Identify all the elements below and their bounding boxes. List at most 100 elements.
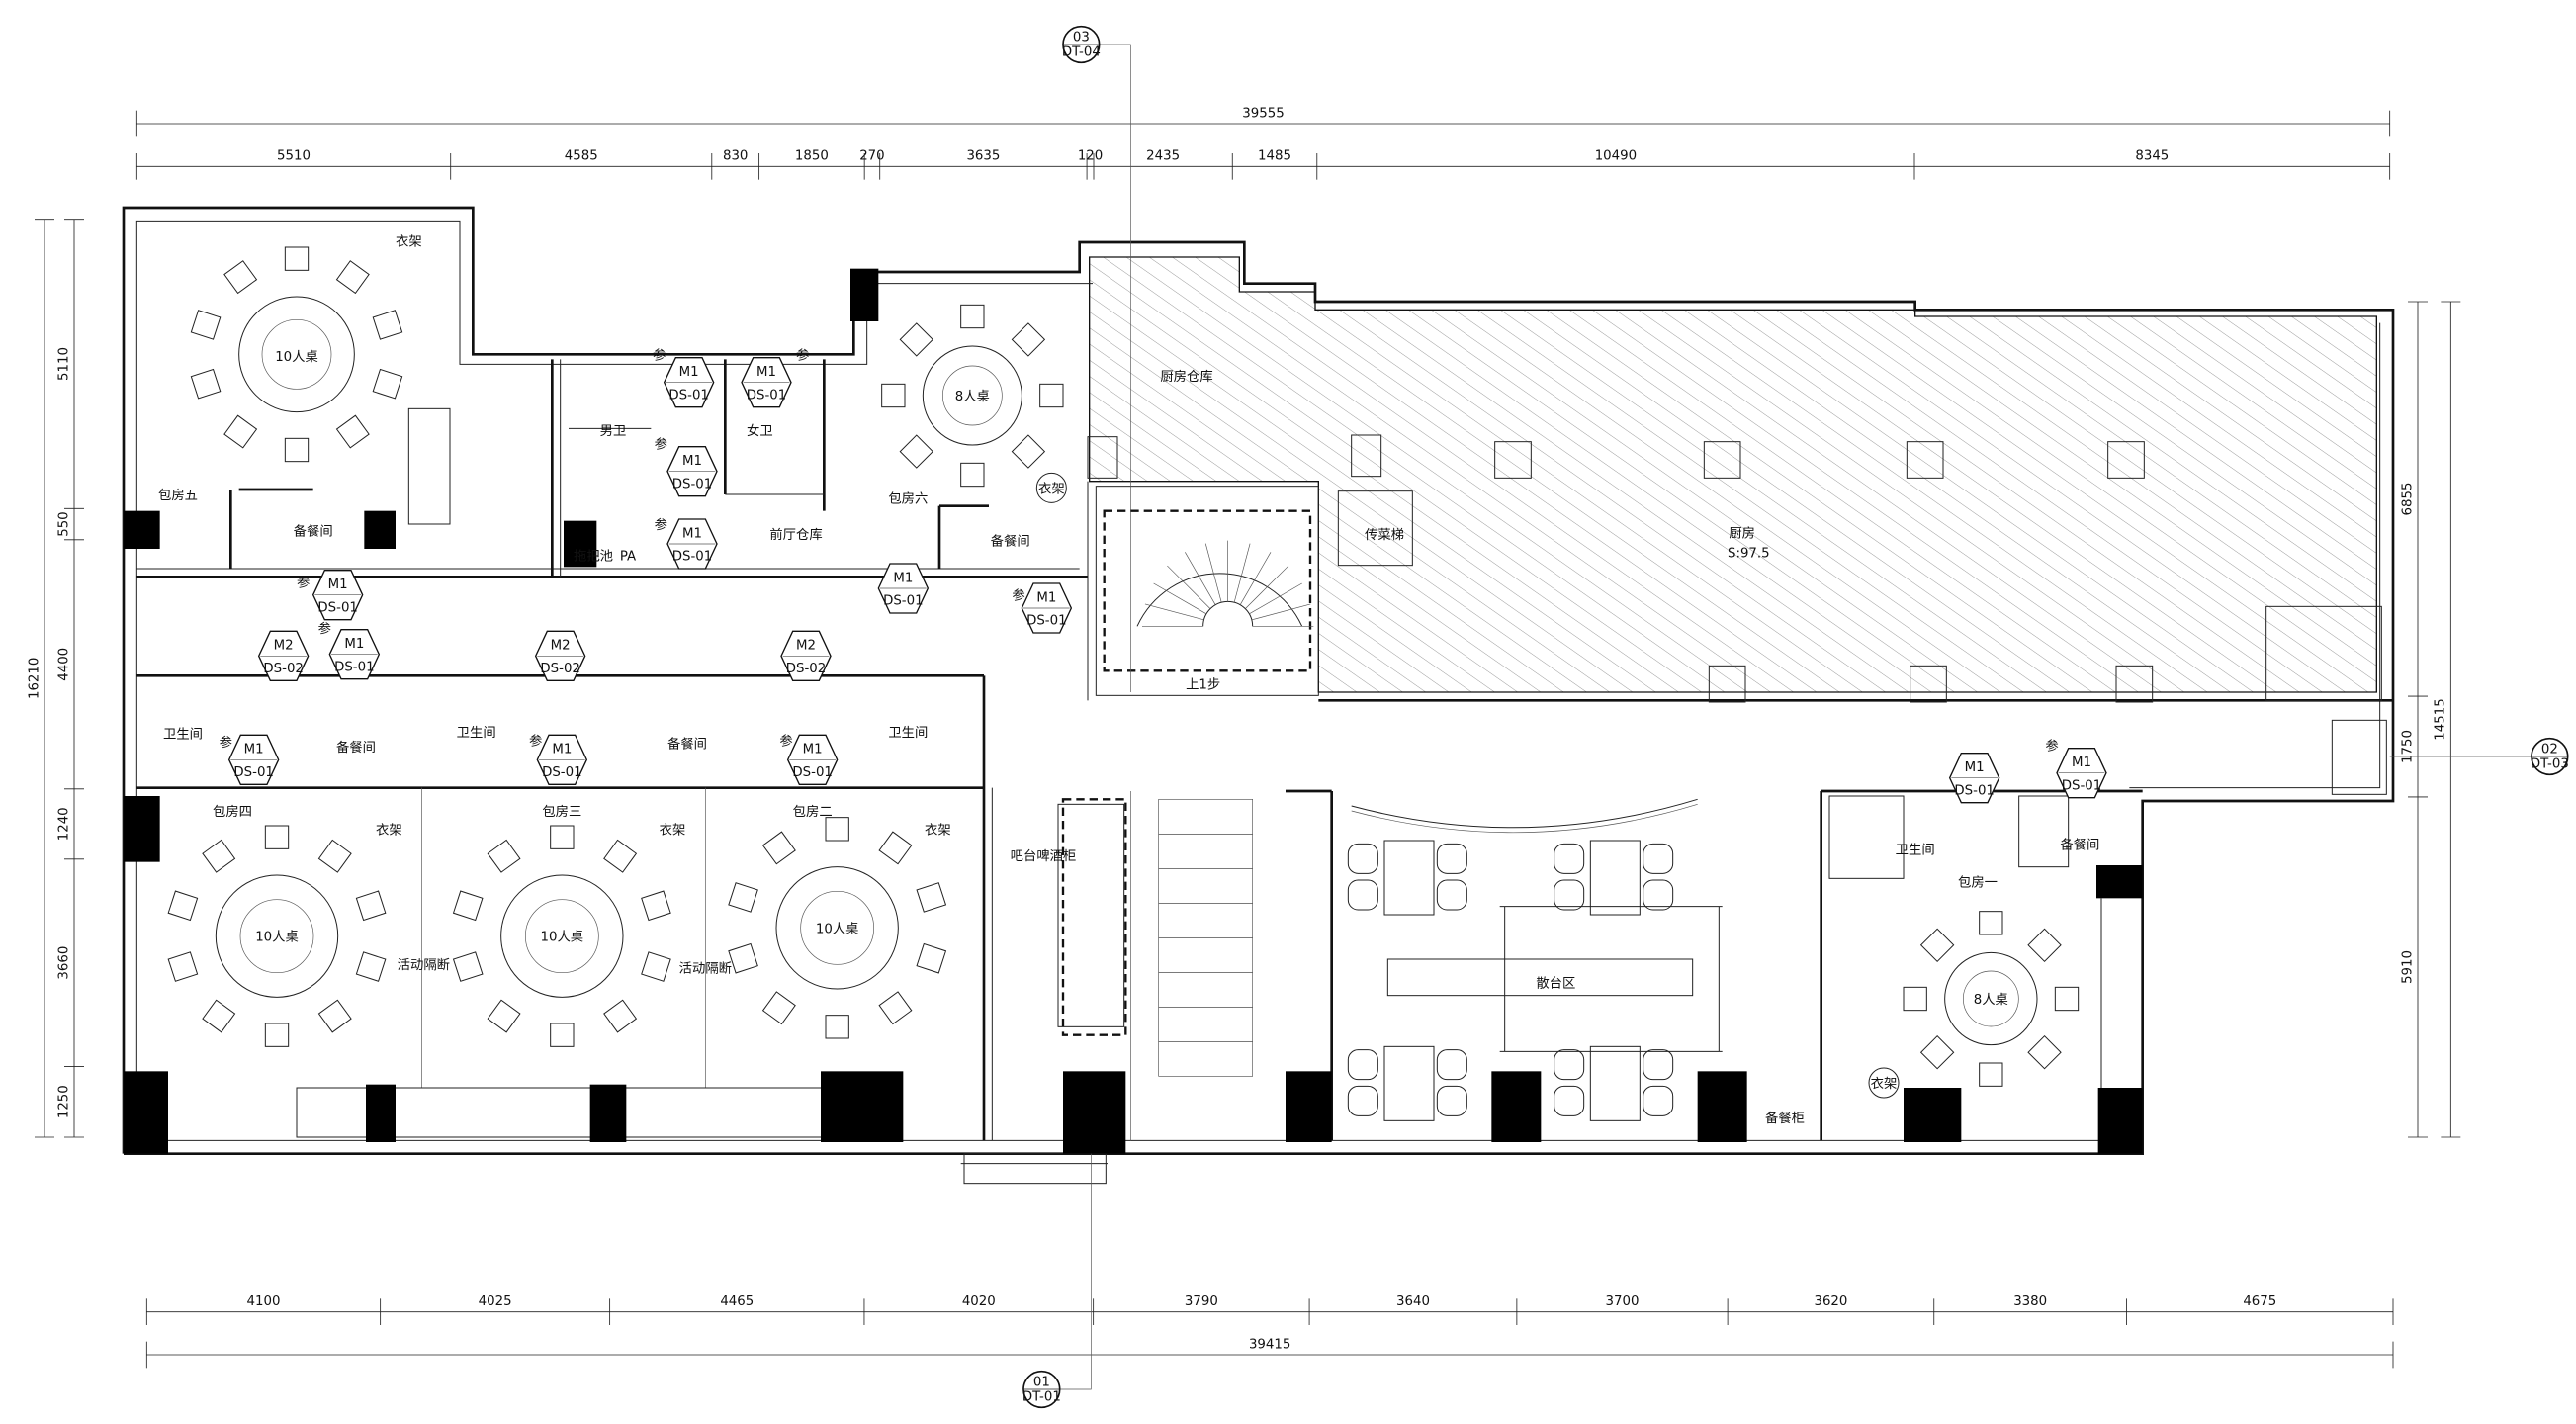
label-table-8: 8人桌 [955,389,990,404]
section-number: 03 [1073,31,1090,45]
door-tag-ref: DS-01 [672,550,713,565]
chair [641,890,671,922]
door-tag-code: M1 [2072,756,2091,770]
chair [487,999,521,1033]
door-tag-code: M2 [551,639,571,654]
spiral-tread [1239,552,1272,605]
section-sheet: DT-03 [2531,757,2569,772]
table-top [238,296,355,413]
kitchen-column [1910,665,1947,703]
chair [452,951,484,982]
chair [317,999,352,1033]
dimension-value: 1850 [795,149,829,164]
chair [899,322,933,357]
dimension-value: 270 [859,149,884,164]
stair-tread [1158,1041,1253,1077]
label-bar-beer-cabinet: 吧台啤酒柜 [1011,848,1077,864]
chair [355,890,387,922]
label-kitchen: 厨房 [1729,525,1755,541]
column [1063,1071,1126,1154]
label-step-up: 上1步 [1186,677,1220,693]
chair [1979,911,2003,935]
door-tag-ref: DS-02 [263,662,304,676]
chair [728,882,758,913]
chair [878,991,913,1025]
door-tag-ref: DS-01 [792,765,832,780]
label-coat-rack: 衣架 [396,233,422,249]
dimension-value: 1250 [56,1085,71,1118]
spiral-tread [1249,582,1302,615]
chair [335,414,370,449]
chair [899,434,933,469]
chair [1436,879,1467,911]
label-kitchen-area: S:97.5 [1728,546,1770,561]
table-lazy-susan [524,899,599,973]
door-tag-ref: DS-01 [317,600,358,615]
chair [190,368,222,400]
spiral-inner [1202,600,1254,627]
dimension-value: 10490 [1595,149,1637,164]
door-tag-code: M1 [679,365,699,380]
label-coat-rack: 衣架 [1038,481,1065,496]
door-tag-ref: DS-01 [668,388,708,402]
column [124,510,160,549]
chair [190,310,222,340]
column [564,520,597,568]
column [124,1071,168,1154]
table-top [500,874,624,998]
label-kitchen-storage: 厨房仓库 [1160,369,1212,385]
table-top [1589,840,1641,916]
label-pantry: 备餐间 [667,736,707,753]
column [364,510,396,549]
chair [1039,383,1064,408]
door-tag-code: M2 [274,639,294,654]
chair [825,1015,849,1039]
chair [550,825,575,849]
chair [2027,1035,2062,1070]
door-tag-code: M1 [893,571,913,585]
shaft [1087,436,1118,479]
label-mens-restroom: 男卫 [600,424,627,439]
round-table [190,246,403,463]
label-pa: PA [620,550,636,565]
chair [1011,322,1046,357]
chair [167,951,199,982]
chair [1011,434,1046,469]
chair [264,825,290,849]
column [124,796,160,862]
reference-mark: 参 [220,734,232,751]
kitchen-column [2115,665,2154,703]
chair [1919,928,1955,962]
dining-table-set [1347,840,1467,916]
chair [487,839,521,873]
dimension-value: 4020 [962,1294,996,1309]
chair [916,882,947,913]
dining-table-set [1554,1045,1674,1121]
round-table [881,304,1064,488]
table-top [215,874,339,998]
chair [603,999,638,1033]
stair-tread [1158,903,1253,938]
reference-mark: 参 [655,435,667,452]
door-tags: M1DS-01M1DS-01M1DS-01M1DS-01M1DS-01M1DS-… [220,346,2107,804]
label-private-room-2: 包房二 [793,804,833,820]
reference-mark: 参 [529,732,542,749]
chair [372,368,403,400]
chair [202,999,236,1033]
dining-tables [167,246,2080,1121]
reference-mark: 参 [796,346,809,363]
label-mop-sink: 拖把池 [574,549,613,565]
dimension-value: 3660 [56,946,71,980]
stair-tread [1158,834,1253,869]
column [1491,1071,1542,1142]
kitchen-column [1708,665,1746,703]
section-number: 02 [2541,743,2558,757]
chair [1554,843,1585,874]
label-table-10: 10人桌 [275,349,318,365]
dimension-value: 4465 [720,1294,754,1309]
